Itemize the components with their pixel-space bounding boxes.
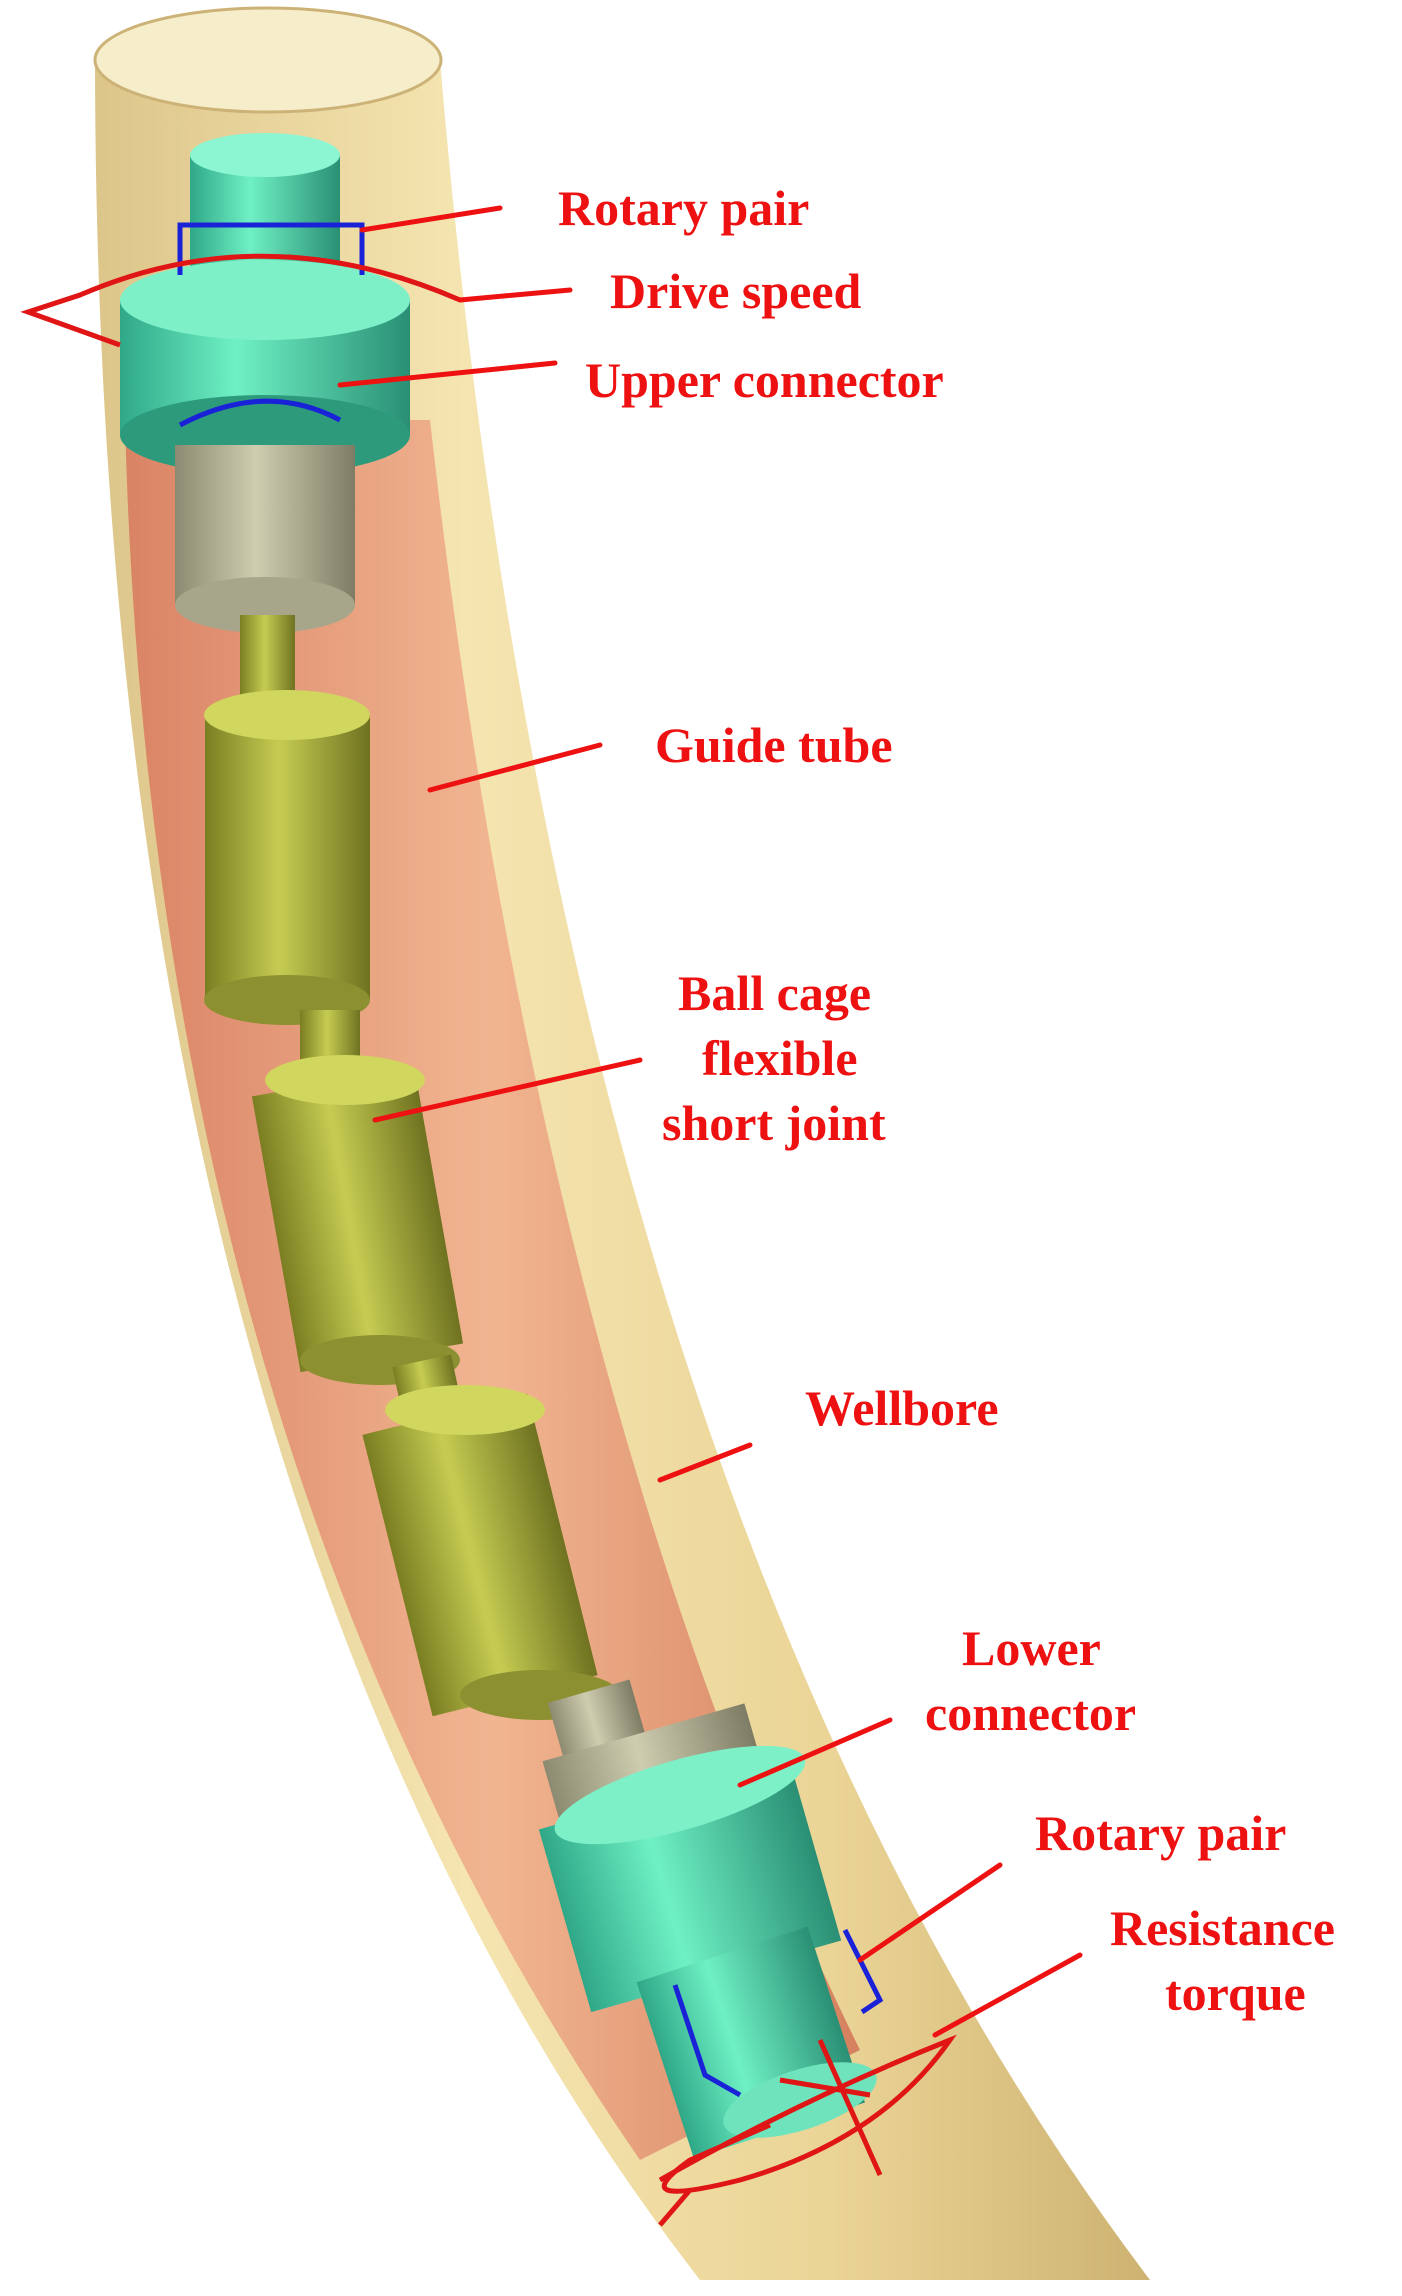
rotary-pair-bottom-marker-right [842,1928,884,2015]
upper-connector-blue-arc [178,398,342,428]
label-resistance-torque-line2: torque [1165,1965,1306,2021]
label-ball-cage-line3: short joint [662,1095,886,1151]
leader-lines [337,205,1083,2038]
wellbore-top-opening [93,6,443,114]
rotary-pair-bottom-marker [672,1984,742,2098]
label-rotary-pair-top: Rotary pair [558,180,809,236]
upper-connector [120,133,410,633]
label-resistance-torque-line1: Resistance [1110,1900,1335,1956]
label-lower-connector-line2: connector [925,1685,1136,1741]
label-ball-cage-line2: flexible [702,1030,858,1086]
label-ball-cage-line1: Ball cage [678,965,871,1021]
lower-connector [538,1679,877,2159]
label-wellbore: Wellbore [805,1380,999,1436]
label-lower-connector-line1: Lower [962,1620,1101,1676]
label-rotary-pair-bottom: Rotary pair [1035,1805,1286,1861]
label-drive-speed: Drive speed [610,263,862,319]
ball-cage-flexible-short-joint [204,615,620,1720]
label-upper-connector: Upper connector [585,352,944,408]
resistance-torque-arrow [658,2034,957,2227]
rotary-pair-top-marker [177,222,365,275]
drive-speed-arrow [20,253,461,348]
label-guide-tube: Guide tube [655,717,893,773]
